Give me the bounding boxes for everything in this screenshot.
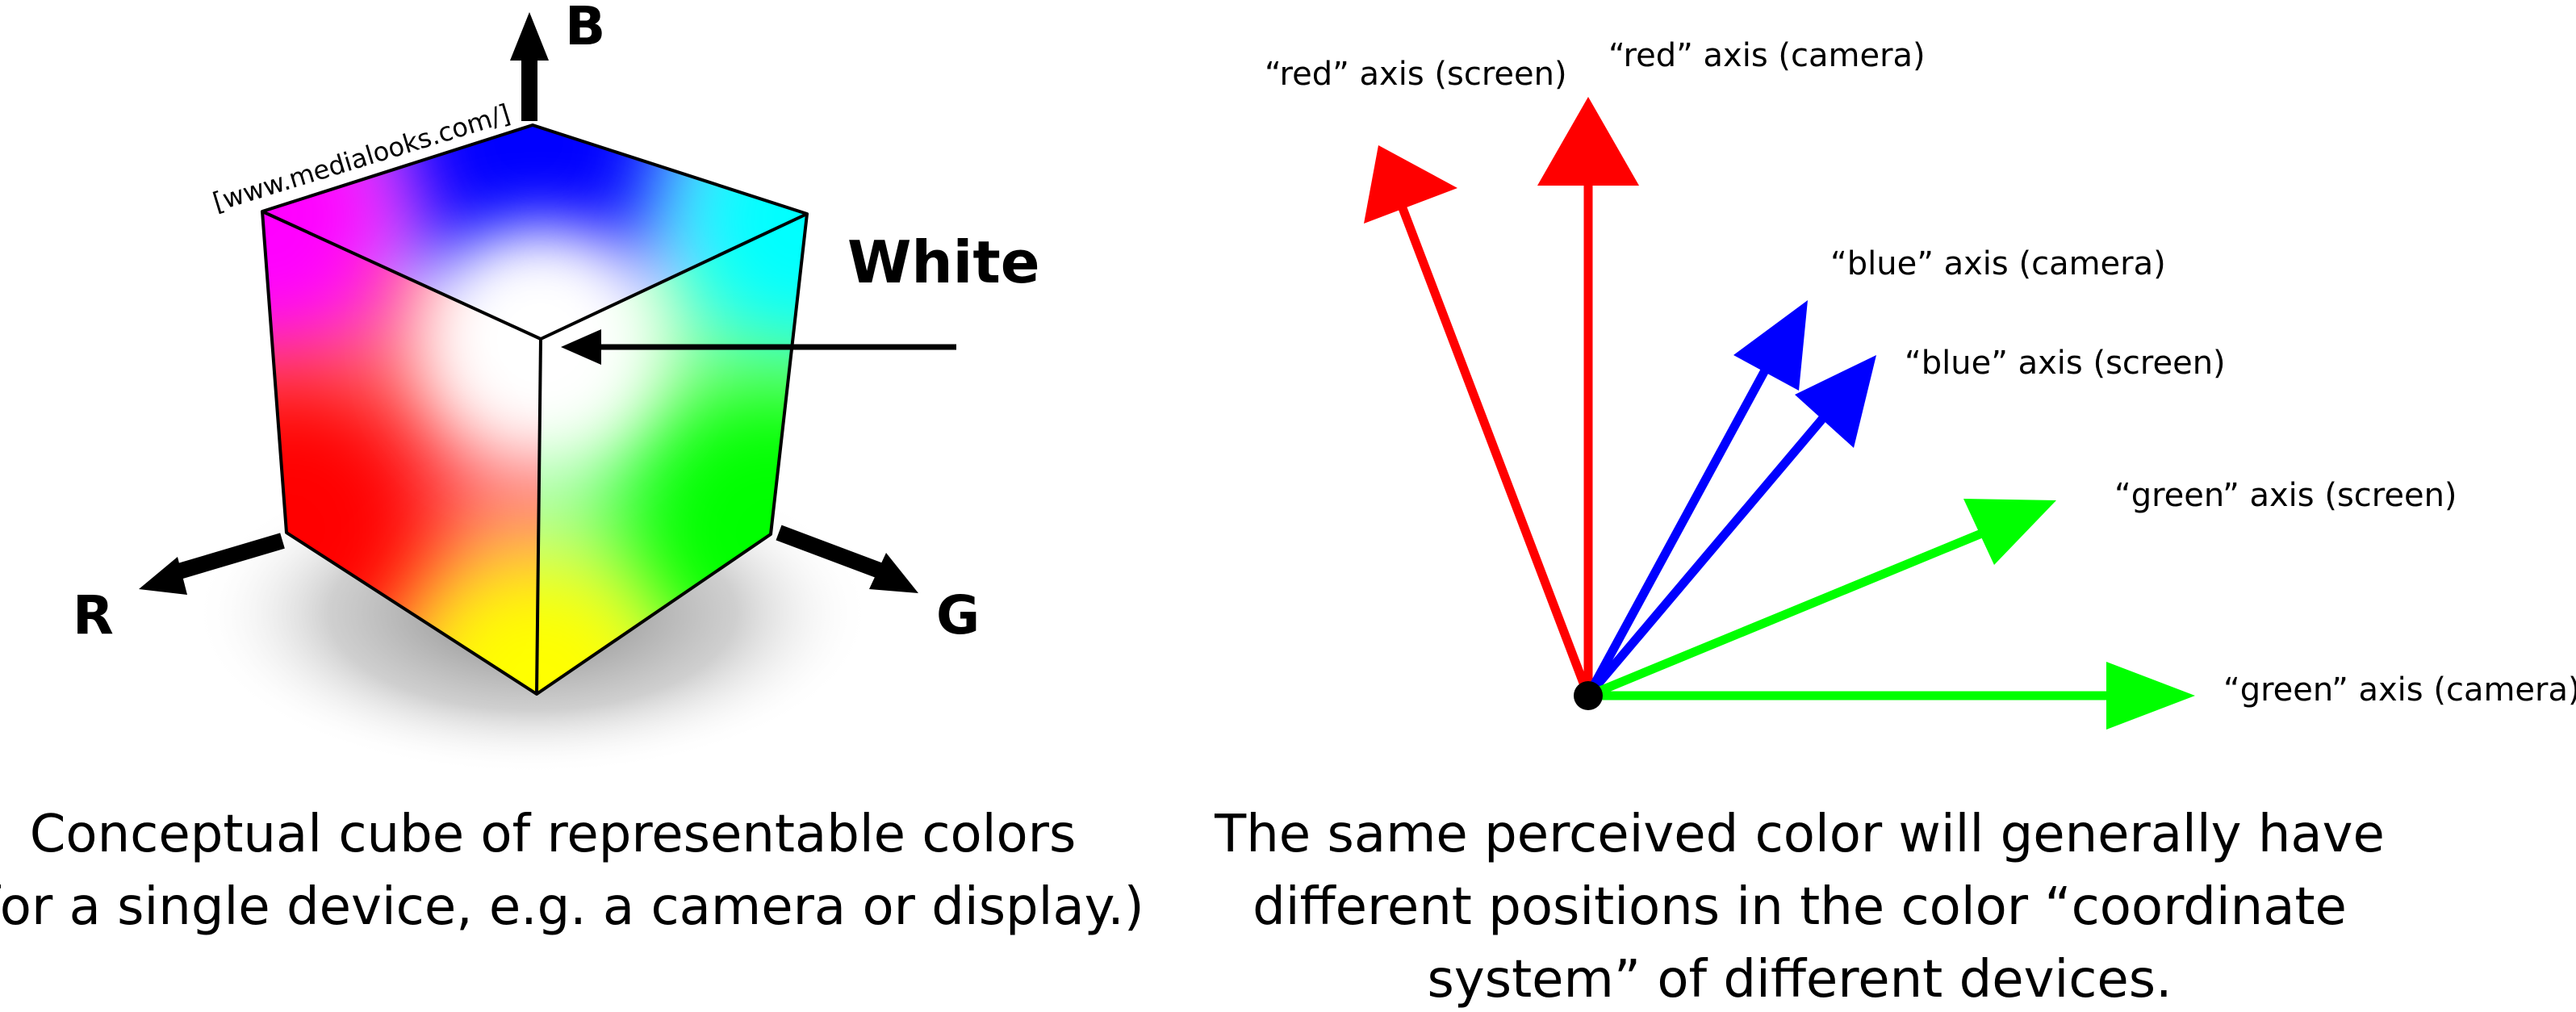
red-camera-axis-label: “red” axis (camera) <box>1608 37 1926 74</box>
axis-g-label: G <box>936 584 980 646</box>
red-screen-axis-arrow <box>1364 145 1593 697</box>
red-screen-axis-label: “red” axis (screen) <box>1265 56 1567 93</box>
g-axis-arrow <box>776 525 918 593</box>
blue-screen-axis-label: “blue” axis (screen) <box>1905 345 2226 382</box>
blue-screen-axis-arrow <box>1584 355 1876 699</box>
green-screen-axis-arrow <box>1586 499 2056 700</box>
b-axis-arrow <box>510 12 549 121</box>
origin-point <box>1574 681 1603 710</box>
axis-b-label: B <box>565 0 605 57</box>
white-label: White <box>847 228 1040 296</box>
axes-caption-line-2: different positions in the color “coordi… <box>1252 877 2347 937</box>
white-pointer-arrow <box>561 329 956 365</box>
red-camera-axis-arrow <box>1537 97 1639 696</box>
axes-caption-line-3: system” of different devices. <box>1428 950 2172 1010</box>
green-screen-axis-label: “green” axis (screen) <box>2114 477 2457 514</box>
blue-camera-axis-label: “blue” axis (camera) <box>1830 245 2166 282</box>
color-cube-figure: B R G White [www.medialooks.com/] Concep… <box>0 0 1144 937</box>
green-camera-axis-label: “green” axis (camera) <box>2223 671 2576 709</box>
green-camera-axis-arrow <box>1588 662 2195 730</box>
blue-camera-axis-arrow <box>1584 300 1808 698</box>
cube-caption-line-1: Conceptual cube of representable colors <box>30 805 1077 864</box>
axis-r-label: R <box>73 584 114 646</box>
axes-caption-line-1: The same perceived color will generally … <box>1214 805 2385 864</box>
cube-caption-line-2: (for a single device, e.g. a camera or d… <box>0 877 1144 937</box>
r-axis-arrow <box>139 533 285 595</box>
cube-edges <box>261 123 809 696</box>
axes-comparison-figure: “red” axis (screen) “red” axis (camera) … <box>1214 37 2576 1010</box>
